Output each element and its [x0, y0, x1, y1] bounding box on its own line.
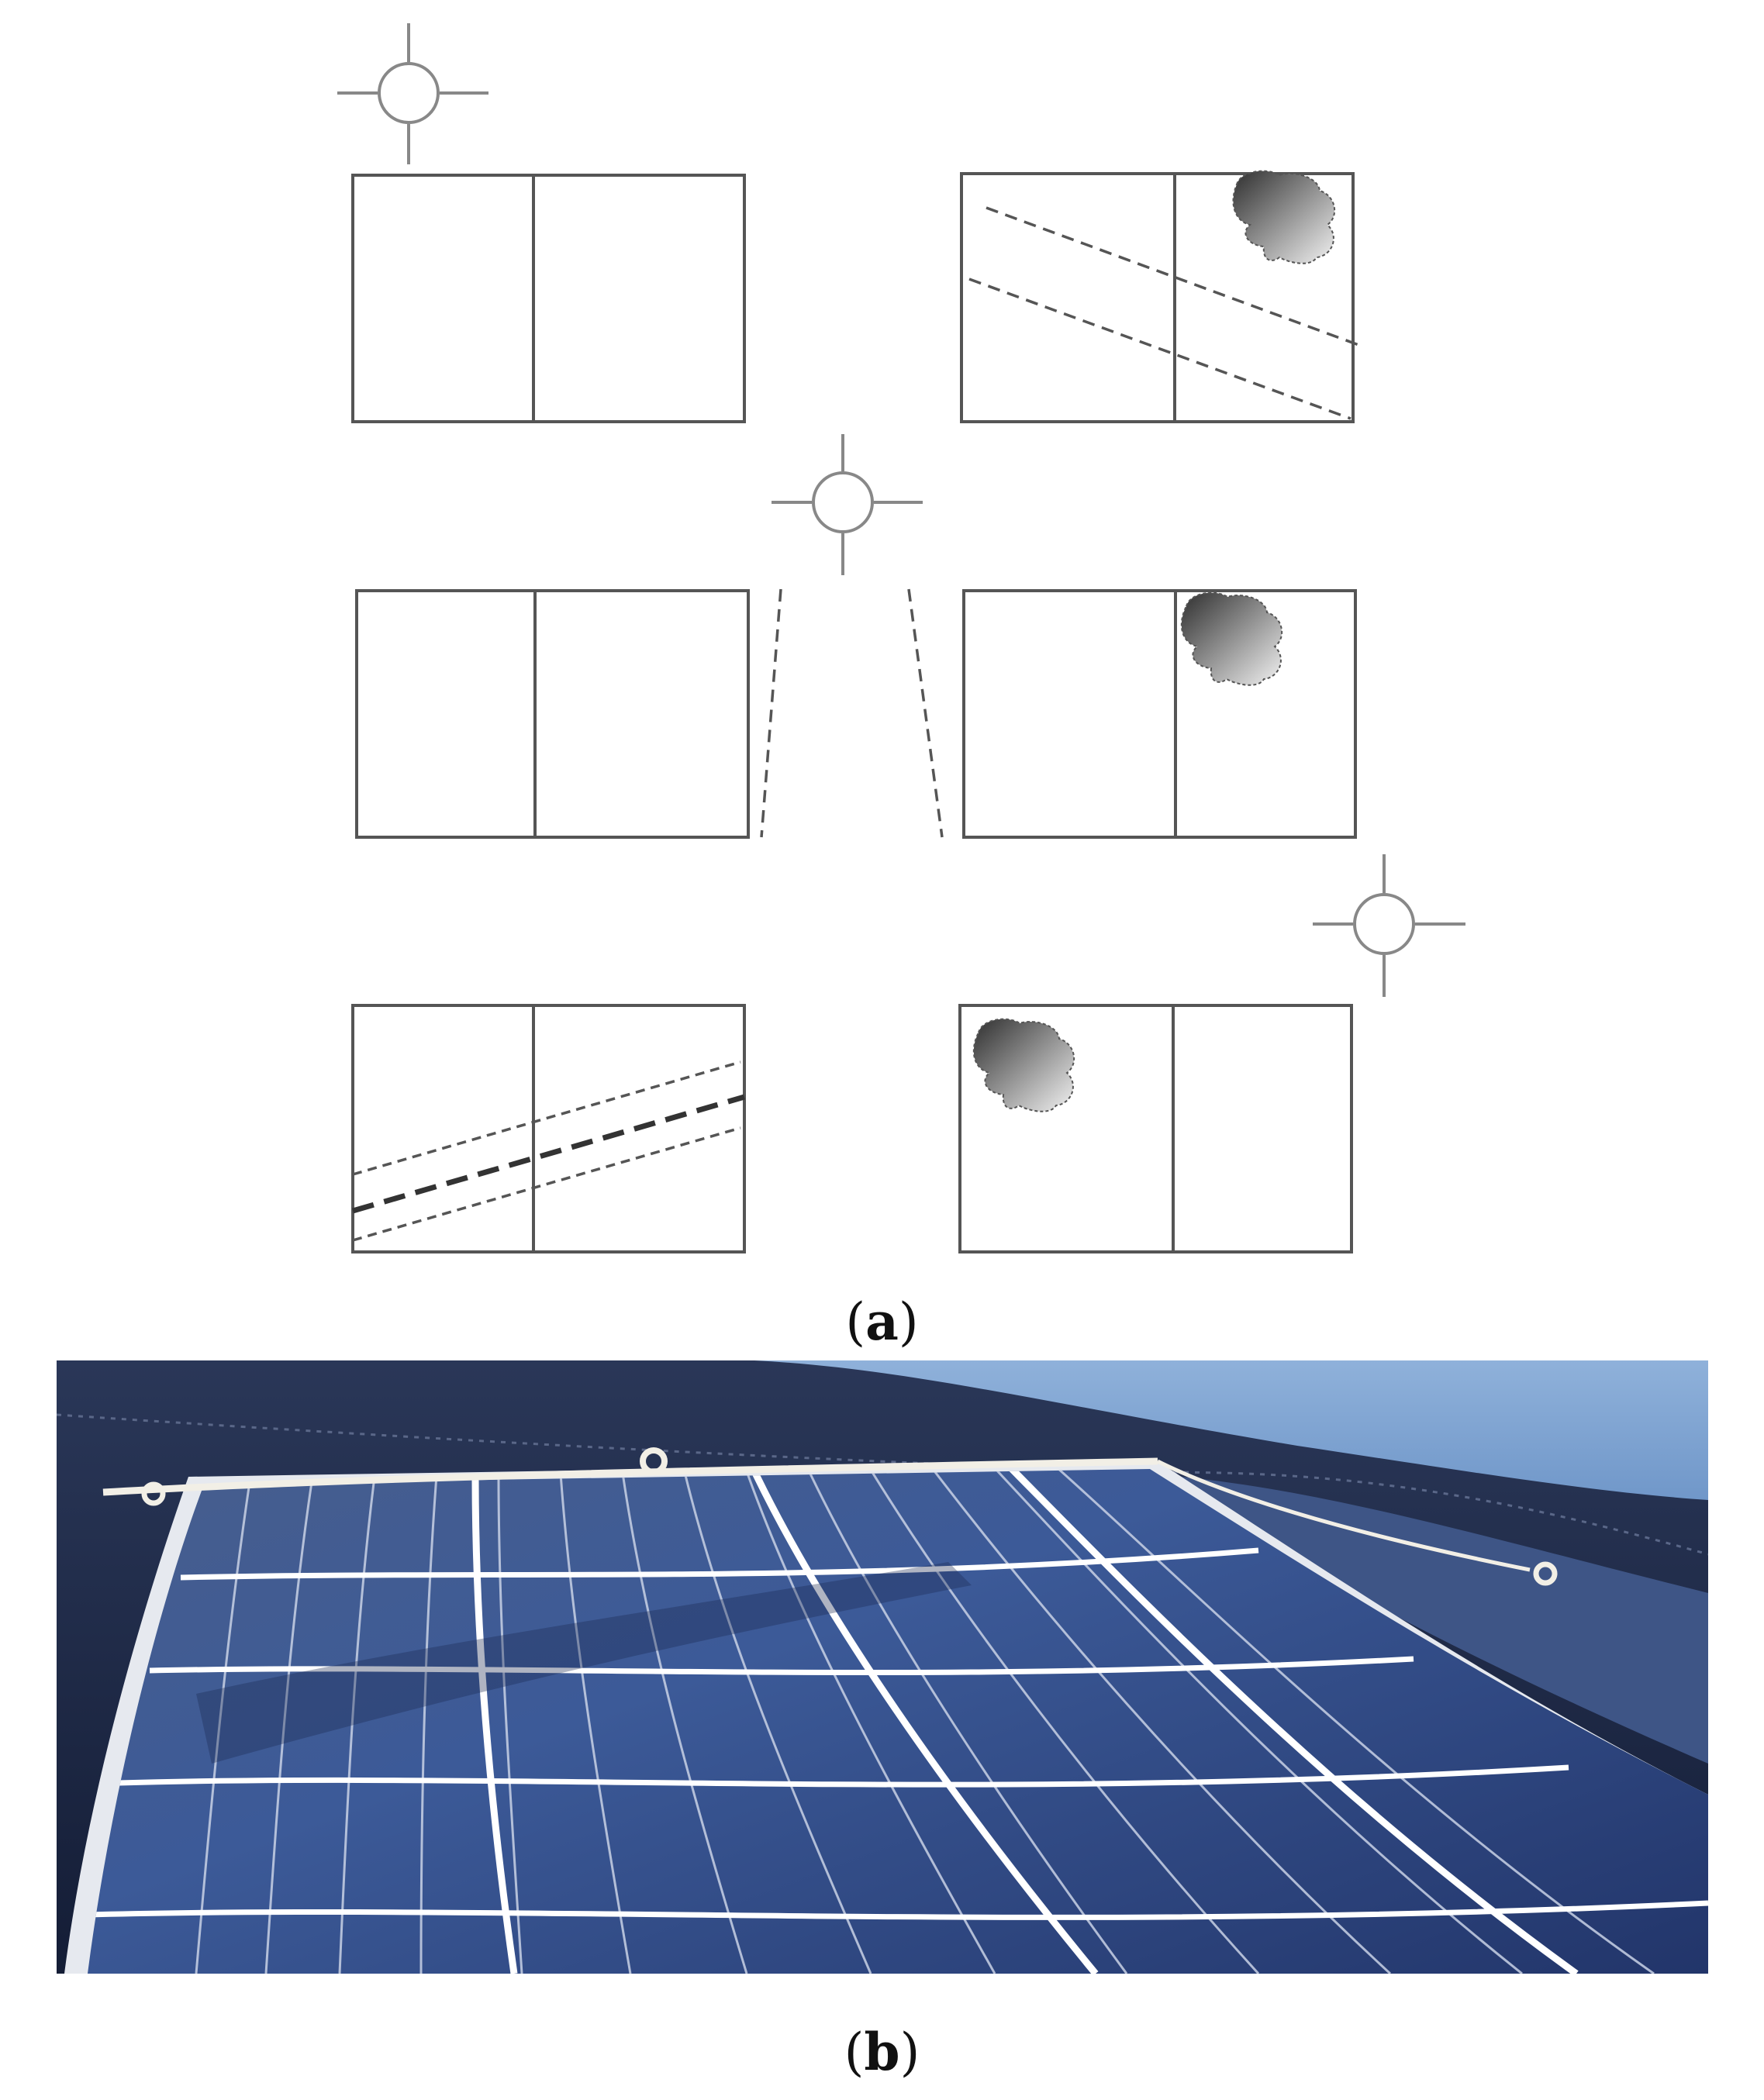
solar-panel-middle-left	[355, 589, 750, 839]
solar-panel-middle-right	[962, 589, 1357, 839]
caption-a: (a)	[845, 1291, 919, 1352]
caption-a-letter: a	[865, 1291, 899, 1352]
caption-b-letter: b	[864, 2022, 900, 2082]
solar-panel-top-right	[960, 170, 1362, 423]
solar-panel-bottom-left	[351, 1004, 746, 1253]
shading-lines	[352, 1060, 745, 1242]
sun-icon	[337, 23, 488, 164]
caption-b: (b)	[844, 2022, 920, 2082]
solar-panel-top-left	[351, 174, 746, 423]
shading-scenarios-diagram	[337, 23, 1465, 1253]
solar-panel-photo	[57, 1360, 1708, 1974]
cloud-shadow-icon	[1180, 591, 1282, 686]
cloud-shadow-icon	[972, 1018, 1075, 1112]
sun-icon	[1313, 854, 1465, 997]
solar-panel-photo-illustration	[57, 1360, 1708, 1974]
shading-lines	[968, 206, 1362, 420]
solar-panel-bottom-right	[958, 1004, 1353, 1253]
sun-icon	[772, 434, 923, 575]
shadow-cone-lines	[760, 588, 944, 838]
cloud-shadow-icon	[1232, 170, 1335, 264]
